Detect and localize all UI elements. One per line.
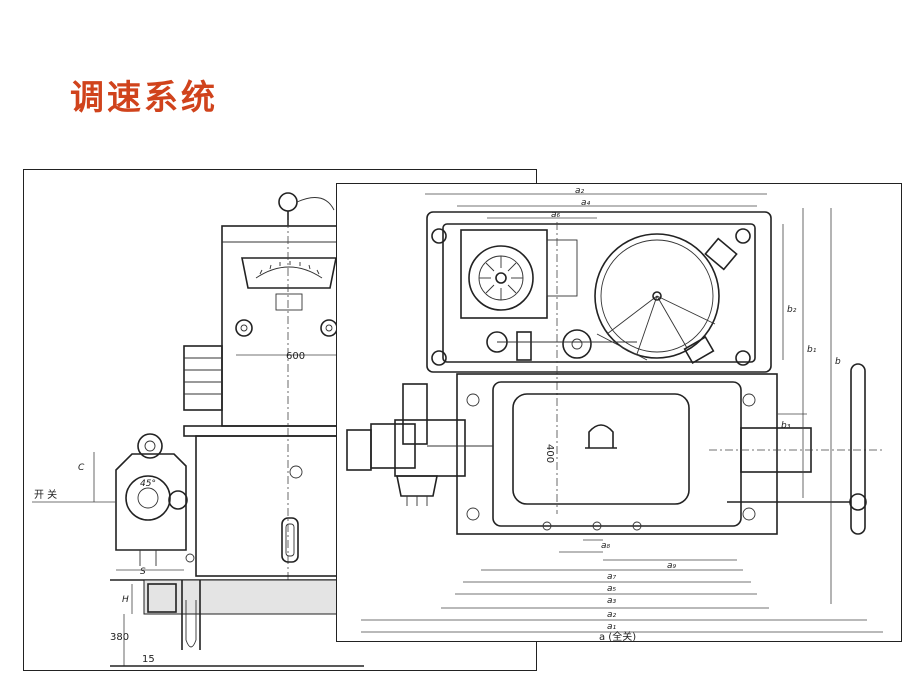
b3-label: b₃ — [781, 421, 791, 431]
dim-small-label: 15 — [142, 654, 155, 665]
motor-dim-label: 400 — [544, 444, 555, 463]
a8-label: a₈ — [601, 541, 611, 551]
a2-label: a₂ — [607, 610, 617, 620]
switch-label: 开 关 — [34, 488, 57, 501]
b-label: b — [835, 357, 841, 367]
plan-view-svg: a₂ a₄ a₆ — [346, 186, 883, 641]
b2-label: b₂ — [787, 305, 797, 315]
a7-label: a₇ — [607, 572, 617, 582]
slide-title: 调速系统 — [70, 78, 218, 118]
b1-label: b₁ — [807, 345, 817, 355]
a5-label: a₅ — [607, 584, 617, 594]
side-view-svg: 600 45° 开 关 C S — [32, 192, 365, 667]
a4-label: a₄ — [581, 198, 591, 208]
angle-label: 45° — [140, 479, 156, 489]
a-full-label: a (全关) — [599, 630, 636, 641]
a1-label: a₁ — [607, 622, 617, 632]
letter-s: S — [140, 567, 146, 577]
a6-label: a₆ — [551, 210, 561, 220]
a3-label: a₃ — [607, 596, 617, 606]
letter-h: H — [122, 595, 129, 605]
dim-height-label: 380 — [110, 632, 129, 643]
governor-plan-view-drawing: a₂ a₄ a₆ — [336, 183, 902, 642]
letter-c: C — [78, 463, 85, 473]
a9-label: a₉ — [667, 561, 677, 571]
a2-top-label: a₂ — [575, 186, 585, 196]
dim-width-label: 600 — [286, 351, 305, 362]
